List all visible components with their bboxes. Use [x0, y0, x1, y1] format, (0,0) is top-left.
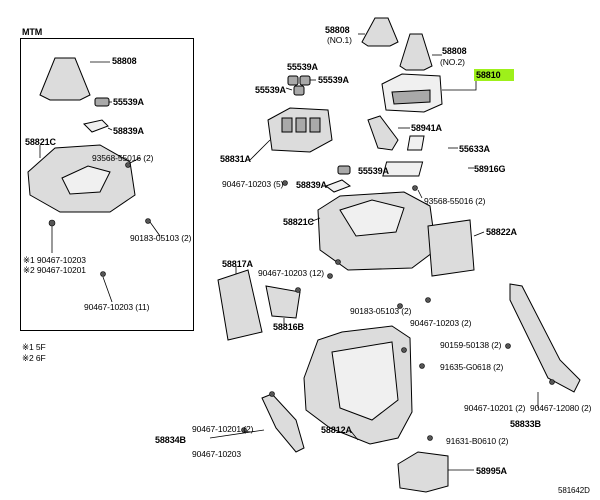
part-label-58831a[interactable]: 58831A [220, 154, 251, 164]
part-label-58941a[interactable]: 58941A [411, 123, 442, 133]
part-label-55633a[interactable]: 55633A [459, 144, 490, 154]
part-label-90467-10201-left[interactable]: 90467-10201 (2) [192, 424, 254, 434]
side-panel-58817a [217, 269, 263, 341]
footnote-1: ※1 5F [22, 342, 46, 352]
bezel-58839a-mid [324, 179, 352, 193]
mat-58916g [382, 161, 424, 177]
shift-boot-no2 [399, 33, 433, 71]
part-label-58808-no1[interactable]: 58808 [325, 25, 350, 35]
part-label-93568-mid[interactable]: 93568-55016 (2) [424, 196, 486, 206]
trim-58833b [509, 283, 581, 393]
footnote-2: ※2 6F [22, 353, 46, 363]
part-label-90467-10203-mtm[interactable]: ※1 90467-10203 [23, 255, 86, 265]
part-label-91635[interactable]: 91635-G0618 (2) [440, 362, 504, 372]
part-label-58817a[interactable]: 58817A [222, 259, 253, 269]
part-label-55539a-mid[interactable]: 55539A [358, 166, 389, 176]
shift-boot-mtm [39, 57, 91, 101]
part-label-90467-12080[interactable]: 90467-12080 (2) [530, 403, 592, 413]
part-label-58816b[interactable]: 58816B [273, 322, 304, 332]
part-label-55539a-top-2[interactable]: 55539A [318, 75, 349, 85]
bracket-58995a [397, 451, 449, 493]
part-label-90467-10203-5[interactable]: 90467-10203 (5) [222, 179, 284, 189]
switch-55539a-1 [287, 75, 299, 86]
switch-55539a-mid [337, 165, 351, 175]
part-label-58839a-mtm[interactable]: 58839A [113, 126, 144, 136]
shift-boot-no1 [361, 17, 399, 47]
part-label-58808-no2-sub: (NO.2) [440, 57, 465, 67]
part-label-55539a-top-3[interactable]: 55539A [255, 85, 286, 95]
switch-55539a-2 [299, 75, 311, 86]
part-label-90183-mid[interactable]: 90183-05103 (2) [350, 306, 412, 316]
part-label-58995a[interactable]: 58995A [476, 466, 507, 476]
cover-58941a [367, 115, 399, 151]
bezel-58839a-mtm [83, 119, 109, 133]
part-label-55539a-mtm[interactable]: 55539A [113, 97, 144, 107]
mtm-inset-frame [20, 38, 194, 331]
part-label-90467-10203-12[interactable]: 90467-10203 (12) [258, 268, 324, 278]
part-label-90159[interactable]: 90159-50138 (2) [440, 340, 502, 350]
part-label-90467-10203-left[interactable]: 90467-10203 [192, 449, 242, 459]
box-58822a [427, 219, 475, 277]
part-label-58810-highlighted[interactable]: 58810 [474, 69, 514, 81]
part-label-90467-10201-right[interactable]: 90467-10201 (2) [464, 403, 526, 413]
part-label-58812a[interactable]: 58812A [321, 425, 352, 435]
part-label-90467-10201-mtm[interactable]: ※2 90467-10201 [23, 265, 86, 275]
part-label-58839a-mid[interactable]: 58839A [296, 180, 327, 190]
catalog-code: 581642D [558, 486, 590, 495]
part-label-58833b[interactable]: 58833B [510, 419, 541, 429]
part-label-90467-10203-2[interactable]: 90467-10203 (2) [410, 318, 472, 328]
part-label-90467-10203-11[interactable]: 90467-10203 (11) [84, 302, 150, 312]
part-label-58822a[interactable]: 58822A [486, 227, 517, 237]
bracket-58816b [265, 285, 301, 319]
mtm-title: MTM [22, 27, 43, 37]
part-label-58821c-mtm[interactable]: 58821C [25, 137, 56, 147]
part-label-58821c-mid[interactable]: 58821C [283, 217, 314, 227]
part-label-58916g[interactable]: 58916G [474, 164, 506, 174]
clip-55539a-mtm [94, 97, 110, 107]
part-label-90183-mtm[interactable]: 90183-05103 (2) [130, 233, 192, 243]
cap-55633a [406, 135, 425, 151]
part-label-58834b[interactable]: 58834B [155, 435, 186, 445]
part-label-91631[interactable]: 91631-B0610 (2) [446, 436, 509, 446]
switch-55539a-3 [293, 85, 305, 96]
trim-58834b [261, 393, 305, 453]
part-label-58808-no1-sub: (NO.1) [327, 35, 352, 45]
part-label-58808-no2[interactable]: 58808 [442, 46, 467, 56]
part-label-58808-mtm[interactable]: 58808 [112, 56, 137, 66]
part-label-93568-mtm[interactable]: 93568-55016 (2) [92, 153, 154, 163]
part-label-55539a-top-1[interactable]: 55539A [287, 62, 318, 72]
